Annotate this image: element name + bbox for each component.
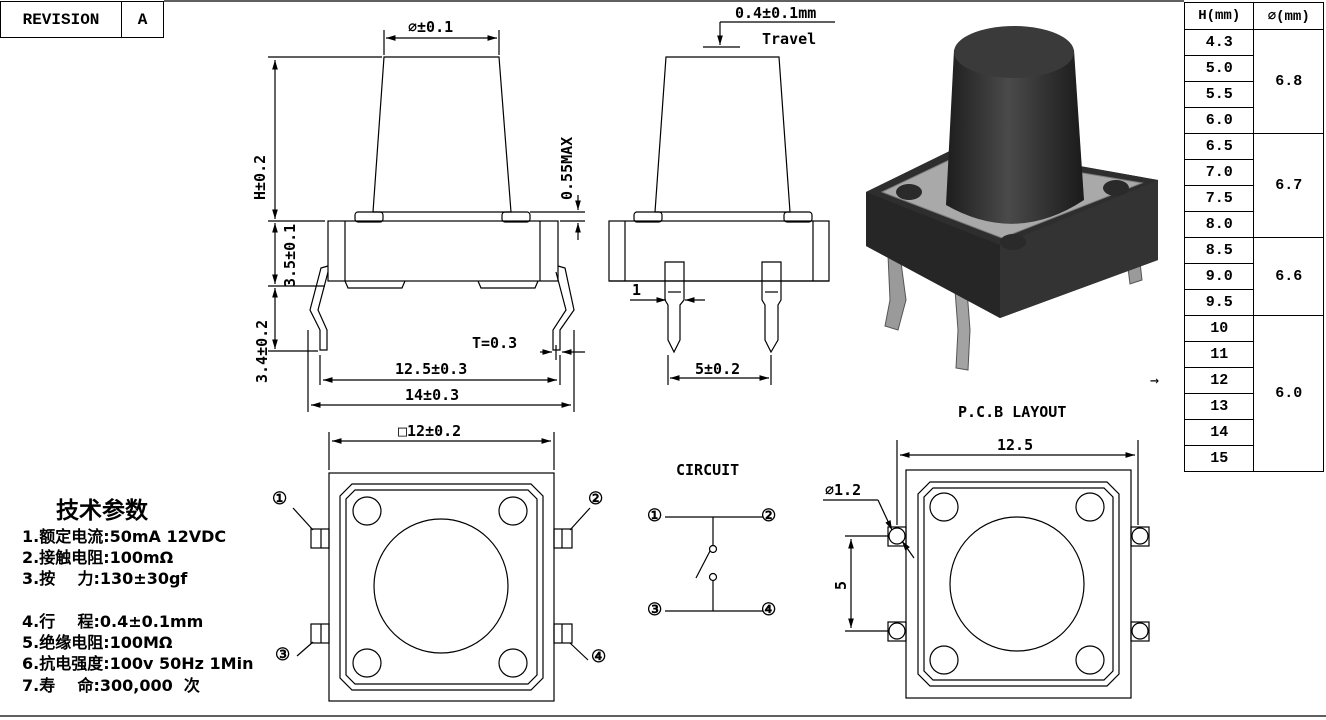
height-cell: 13 [1183,393,1255,420]
dim-pin-pitch: 5±0.2 [695,360,741,378]
diameter-cell: 6.0 [1253,315,1324,472]
height-cell: 14 [1183,419,1255,446]
pin-4-circuit: ④ [761,600,777,620]
height-cell: 6.0 [1183,107,1255,134]
height-cell: 5.0 [1183,55,1255,82]
spec-item: 4.行 程:0.4±0.1mm [22,612,204,631]
height-cell: 5.5 [1183,81,1255,108]
spec-item: 3.按 力:130±30gf [22,569,188,588]
dim-lead-height: 3.4±0.2 [253,319,271,383]
table-row: 7.0 [1183,159,1324,186]
table-row: 8.0 [1183,211,1324,238]
spec-item: 6.抗电强度:100v 50Hz 1Min [22,654,254,673]
height-cell: 4.3 [1183,29,1255,56]
diameter-cell: 6.7 [1253,133,1324,238]
dim-055max: 0.55MAX [558,136,576,200]
dim-travel-label: Travel [762,30,817,48]
height-cell: 9.0 [1183,263,1255,290]
dim-pin-width: 1 [632,281,642,299]
pin-1-circuit: ① [647,506,663,526]
height-cell: 11 [1183,341,1255,368]
dim-hole-dia: ∅1.2 [825,481,862,499]
specs-title: 技术参数 [56,498,148,524]
pin-3-top: ③ [275,645,291,665]
height-cell: 6.5 [1183,133,1255,160]
table-row: 9.0 [1183,263,1324,290]
height-cell: 8.0 [1183,211,1255,238]
height-cell: 8.5 [1183,237,1255,264]
height-cell: 7.0 [1183,159,1255,186]
dim-pcb-pitch: 5 [832,580,850,590]
pin-3-circuit: ③ [647,600,663,620]
dim-pcb-width: 12.5 [997,436,1034,454]
table-row: 5.5 [1183,81,1324,108]
dim-diameter: ∅±0.1 [408,18,454,36]
switch-render [866,26,1158,371]
table-row: 5.0 [1183,55,1324,82]
pin-4-top: ④ [591,647,607,667]
spec-item: 1.额定电流:50mA 12VDC [22,527,227,546]
table-header-row: H(mm) ∅(mm) [1183,2,1324,30]
dim-height: H±0.2 [251,154,269,200]
pin-2-circuit: ② [761,506,777,526]
height-cell: 10 [1183,315,1255,342]
height-cell: 12 [1183,367,1255,394]
diameter-cell: 6.6 [1253,237,1324,316]
circuit-title: CIRCUIT [676,461,740,479]
dim-square: □12±0.2 [398,422,462,440]
pin-2-top: ② [588,489,604,509]
header-height: H(mm) [1183,2,1255,30]
height-cell: 7.5 [1183,185,1255,212]
height-cell: 9.5 [1183,289,1255,316]
dim-pitch-long: 12.5±0.3 [395,360,468,378]
spec-item: 7.寿 命:300,000 次 [22,676,200,695]
table-arrow: → [1150,371,1160,389]
table-row: 13 [1183,393,1324,420]
header-diameter: ∅(mm) [1253,2,1324,30]
pcb-title: P.C.B LAYOUT [958,403,1067,421]
table-row: 12 [1183,367,1324,394]
dim-overall-length: 14±0.3 [405,386,460,404]
revision-value: A [121,1,164,38]
dim-travel: 0.4±0.1mm [735,4,817,22]
spec-item: 5.绝缘电阻:100MΩ [22,633,173,652]
height-cell: 15 [1183,445,1255,472]
dim-thickness: T=0.3 [472,334,518,352]
diameter-cell: 6.8 [1253,29,1324,134]
dim-body-height: 3.5±0.1 [281,223,299,287]
spec-item: 2.接触电阻:100mΩ [22,548,174,567]
table-row: 15 [1183,445,1324,472]
pin-1-top: ① [272,489,288,509]
